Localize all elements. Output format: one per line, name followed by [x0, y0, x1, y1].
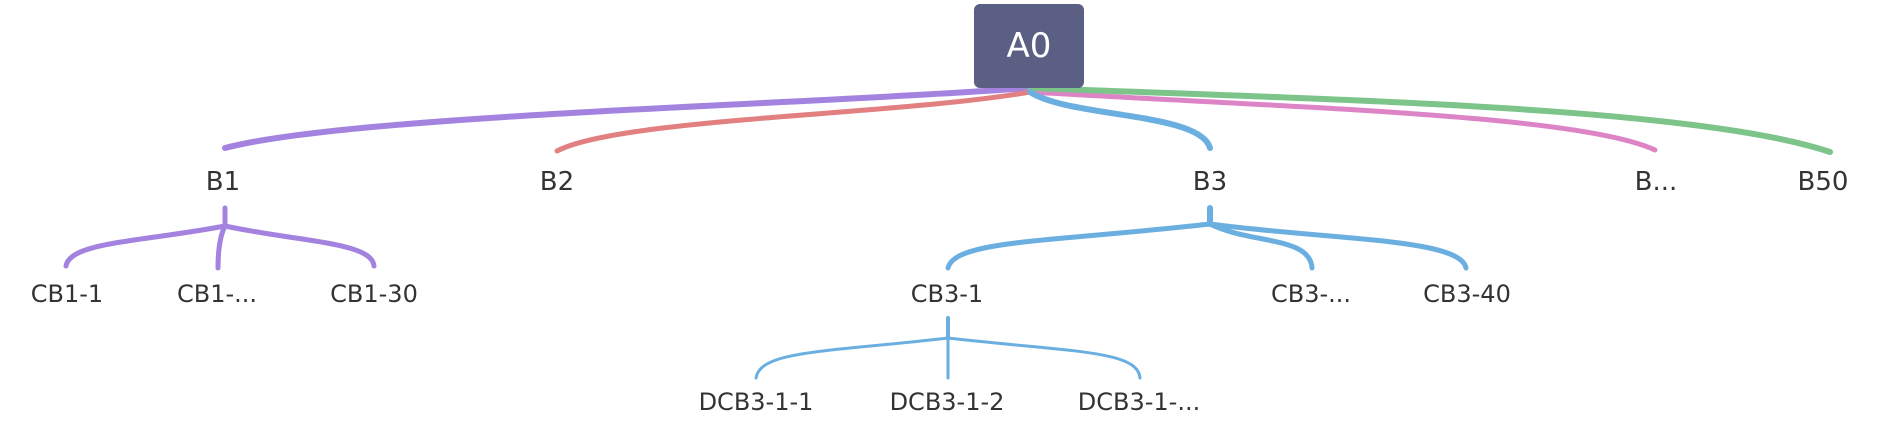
edge-a0-b3	[1027, 89, 1213, 151]
root-node[interactable]: A0	[974, 4, 1084, 88]
branch-node-b50[interactable]: B50	[1798, 167, 1849, 197]
child-node-cb1-ellipsis[interactable]: CB1-...	[177, 280, 257, 308]
grandchild-node-dcb3-1-ellipsis[interactable]: DCB3-1-...	[1078, 388, 1200, 416]
child-node-cb3-1[interactable]: CB3-1	[911, 280, 983, 308]
edge-b3-cb3-1	[945, 221, 1213, 271]
edge-b3-cb3-...	[1207, 221, 1315, 271]
b1-edges	[63, 205, 377, 271]
b3-edges	[945, 205, 1469, 271]
edge-cb3-1-dcb3-1-...	[946, 336, 1142, 380]
edge-b1-cb1-30	[222, 223, 377, 269]
root-edges	[222, 85, 1833, 155]
cb3-1-children: DCB3-1-1 DCB3-1-2 DCB3-1-...	[699, 388, 1201, 416]
root-node-label: A0	[1007, 26, 1052, 66]
cb3-1-edges	[754, 316, 1142, 380]
edge-b3-cb3-40	[1207, 221, 1469, 271]
edge-a0-b1	[222, 85, 1033, 151]
branch-node-b3[interactable]: B3	[1193, 167, 1227, 197]
child-node-cb3-ellipsis[interactable]: CB3-...	[1271, 280, 1351, 308]
edge-b1-cb1-1	[63, 223, 228, 269]
root-node-box	[974, 4, 1084, 88]
edge-a0-b2	[554, 89, 1033, 154]
edge-b1-cb1-...	[215, 223, 228, 271]
branch-node-b1[interactable]: B1	[206, 167, 240, 197]
edge-a0-b50	[1027, 85, 1833, 155]
b1-children: CB1-1 CB1-... CB1-30	[31, 280, 418, 308]
child-node-cb3-40[interactable]: CB3-40	[1423, 280, 1511, 308]
child-node-cb1-30[interactable]: CB1-30	[330, 280, 418, 308]
b3-children: CB3-1 CB3-... CB3-40	[911, 280, 1511, 308]
branch-nodes: B1 B2 B3 B... B50	[206, 167, 1849, 197]
grandchild-node-dcb3-1-1[interactable]: DCB3-1-1	[699, 388, 814, 416]
edge-a0-b...-	[1027, 89, 1658, 153]
grandchild-node-dcb3-1-2[interactable]: DCB3-1-2	[890, 388, 1005, 416]
child-node-cb1-1[interactable]: CB1-1	[31, 280, 103, 308]
branch-node-b-ellipsis[interactable]: B...	[1635, 167, 1678, 197]
edge-cb3-1-dcb3-1-1	[754, 336, 950, 380]
branch-node-b2[interactable]: B2	[540, 167, 574, 197]
